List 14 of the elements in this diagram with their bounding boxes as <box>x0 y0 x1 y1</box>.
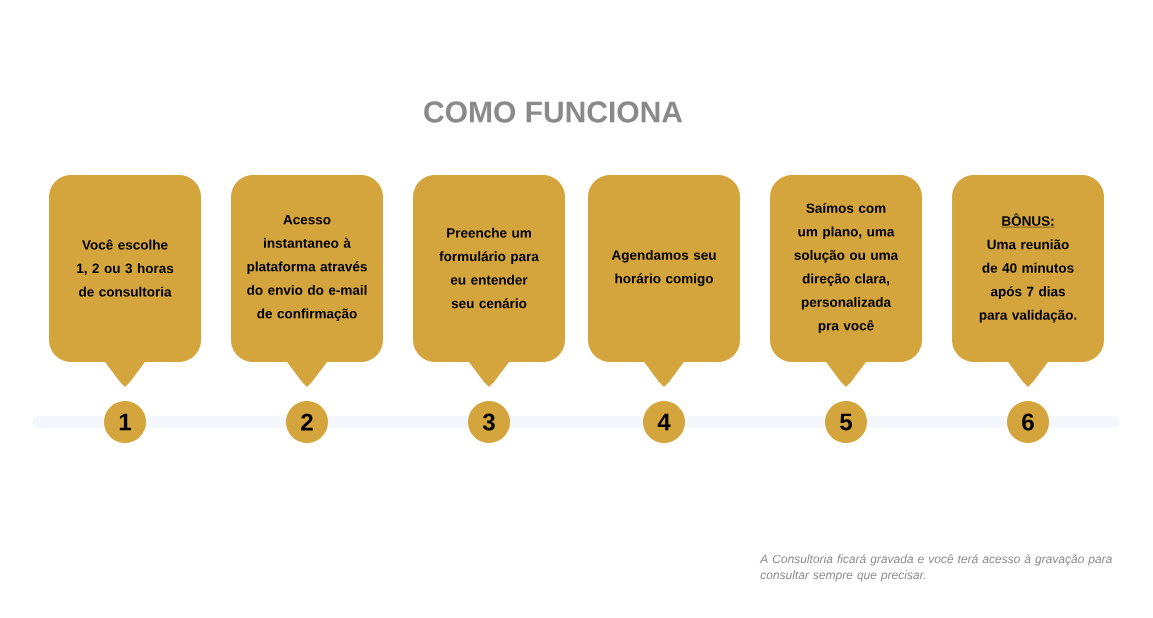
footnote: A Consultoria ficará gravada e você terá acesso à gravação para consultar sempre que precisar. <box>759 554 1112 582</box>
callout-box: Você escolhe 1, 2 ou 3 horas de consultoria <box>49 175 201 387</box>
step-number: 3 <box>468 401 510 443</box>
step-number: 1 <box>104 401 146 443</box>
callout-box: BÔNUS: Uma reunião de 40 minutos após 7 dias para validação. <box>952 175 1104 387</box>
step-number: 5 <box>825 401 867 443</box>
callout-box: Acesso instantaneo à plataforma através do envio do e-mail de confirmação <box>231 175 383 387</box>
step-number: 6 <box>1007 401 1049 443</box>
callout-box: Saímos com um plano, uma solução ou uma direção clara, personalizada pra você <box>770 175 922 387</box>
title: COMO FUNCIONA <box>424 101 683 123</box>
callout-box: Agendamos seu horário comigo <box>588 175 740 387</box>
step-number: 2 <box>286 401 328 443</box>
callout-box: Preenche um formulário para eu entender seu cenário <box>413 175 565 387</box>
step-number: 4 <box>643 401 685 443</box>
